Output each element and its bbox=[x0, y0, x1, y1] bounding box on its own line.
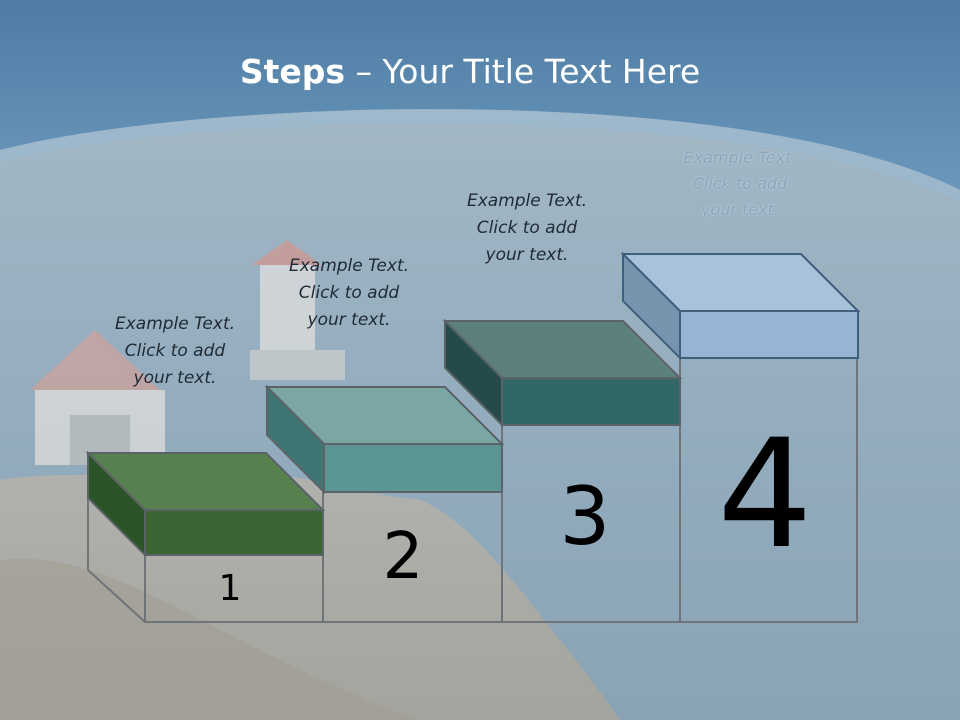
step-3-caption[interactable]: Example Text. Click to add your text. bbox=[427, 188, 627, 269]
step-2-block[interactable] bbox=[264, 384, 505, 495]
header-band bbox=[0, 0, 960, 190]
step-3-block[interactable] bbox=[442, 318, 683, 428]
step-3-caption-line1: Example Text. bbox=[466, 191, 588, 211]
step-4-block[interactable] bbox=[620, 251, 861, 361]
step-2-number: 2 bbox=[382, 520, 424, 594]
slide-title[interactable]: Steps – Your Title Text Here bbox=[0, 52, 940, 91]
step-1-caption-line1: Example Text. bbox=[114, 314, 236, 334]
step-2-caption-line3: your text. bbox=[307, 310, 391, 330]
step-1-caption-line2: Click to add bbox=[124, 341, 226, 361]
step-4-caption-line2: Click to add bbox=[692, 174, 788, 193]
step-3-number: 3 bbox=[559, 470, 611, 563]
header-curve-highlight bbox=[0, 109, 960, 202]
step-4-caption-line3: your text. bbox=[700, 200, 779, 219]
step-1-caption[interactable]: Example Text. Click to add your text. bbox=[75, 311, 275, 392]
step-2-caption[interactable]: Example Text. Click to add your text. bbox=[249, 253, 449, 334]
step-4-number: 4 bbox=[717, 408, 813, 582]
step-4-caption[interactable]: Example Text. Click to add your text. bbox=[640, 145, 840, 223]
step-3-caption-line2: Click to add bbox=[476, 218, 578, 238]
title-rest: – Your Title Text Here bbox=[345, 52, 701, 91]
step-3-caption-line3: your text. bbox=[485, 245, 569, 265]
title-bold: Steps bbox=[239, 52, 346, 91]
step-1-caption-line3: your text. bbox=[133, 368, 217, 388]
step-2-caption-line1: Example Text. bbox=[288, 256, 410, 276]
background-rocks-shade bbox=[0, 558, 420, 720]
step-1-number: 1 bbox=[218, 568, 242, 609]
step-4-caption-line1: Example Text. bbox=[683, 148, 797, 167]
step-2-caption-line2: Click to add bbox=[298, 283, 400, 303]
step-1-block[interactable] bbox=[85, 450, 326, 558]
